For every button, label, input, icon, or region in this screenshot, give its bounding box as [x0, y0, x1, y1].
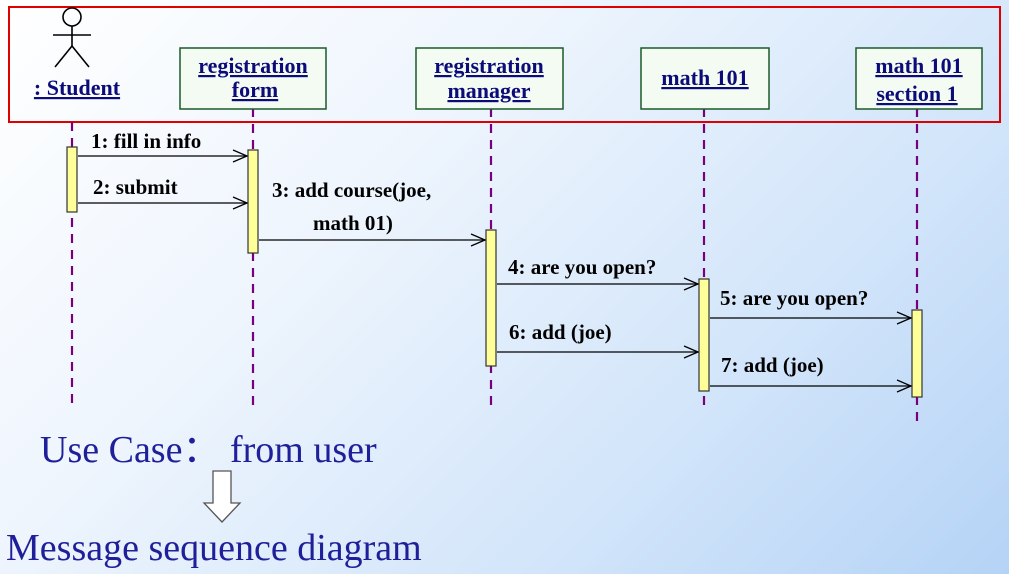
hollow-down-arrow-icon [202, 470, 242, 523]
message-arrows [78, 149, 913, 393]
message-label-m3-line1: 3: add course(joe, [272, 178, 431, 202]
actor-stick-figure-icon [53, 7, 91, 68]
message-label-m1: 1: fill in info [91, 129, 201, 153]
object-box-section1 [855, 47, 983, 110]
activation-section1 [911, 309, 923, 398]
object-box-manager [415, 47, 564, 110]
object-label-section1-line1: math 101 [875, 53, 962, 78]
arrow-m3-head [470, 233, 487, 247]
activation-student [66, 146, 78, 213]
message-label-m6: 6: add (joe) [509, 320, 612, 344]
object-label-manager-line1: registration [434, 53, 544, 78]
result-caption: Message sequence diagram [6, 527, 422, 569]
message-label-m7: 7: add (joe) [721, 353, 824, 377]
arrow-m1-head [232, 149, 249, 163]
use-case-caption: Use Case： from user [40, 429, 377, 471]
object-label-form-line1: registration [198, 53, 308, 78]
activation-manager [485, 229, 497, 367]
message-label-m2: 2: submit [93, 175, 178, 199]
object-label-manager-line2: manager [447, 78, 530, 103]
object-label-student: : Student [34, 75, 121, 100]
activation-math101 [698, 278, 710, 392]
object-box-form [179, 47, 327, 110]
object-label-math101: math 101 [661, 65, 748, 90]
arrow-m2-head [232, 196, 249, 210]
activation-bars [66, 146, 923, 398]
object-label-form-line2: form [232, 77, 278, 102]
arrow-m7-head [896, 379, 913, 393]
header-highlight-frame [8, 6, 1001, 123]
arrow-m5-head [896, 311, 913, 325]
arrow-m6-head [683, 345, 700, 359]
message-label-m4: 4: are you open? [508, 255, 656, 279]
arrow-m4-head [683, 277, 700, 291]
object-label-section1-line2: section 1 [876, 81, 957, 106]
object-box-math101 [640, 47, 770, 110]
message-label-m5: 5: are you open? [720, 286, 868, 310]
message-label-m3-line2: math 01) [313, 211, 393, 235]
activation-form [247, 149, 259, 254]
